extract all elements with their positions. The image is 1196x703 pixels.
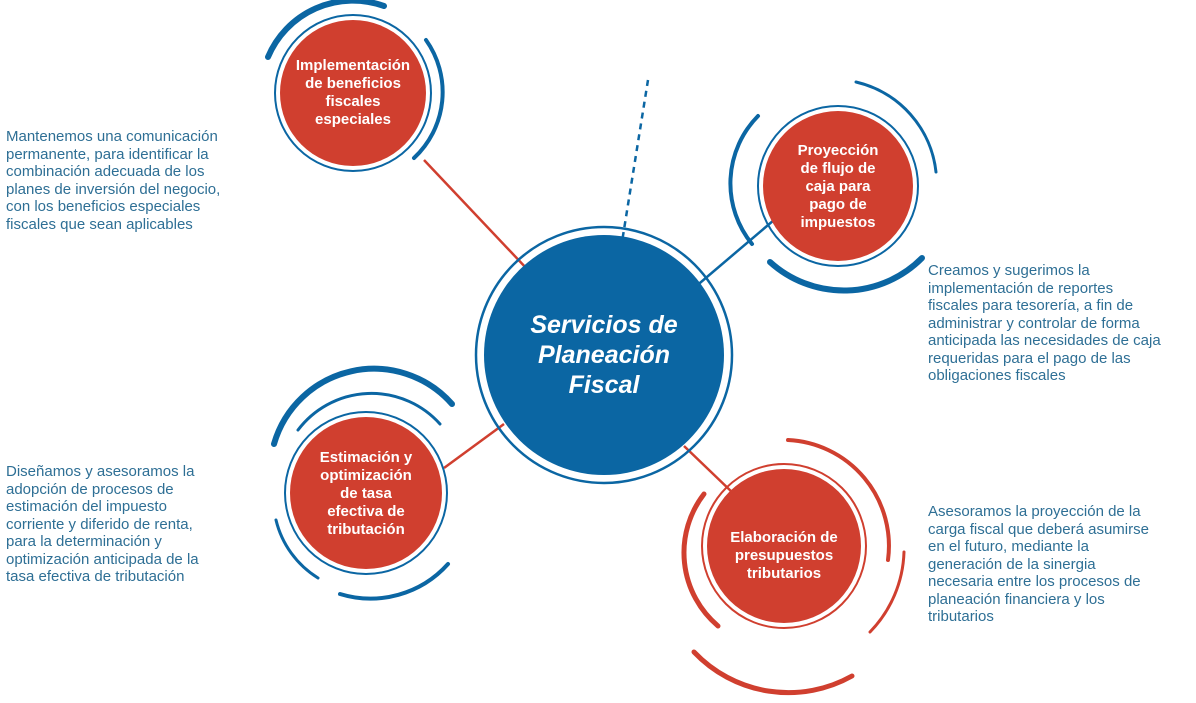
node-proyeccion-circle	[763, 111, 913, 261]
node-elaboracion-arc-top	[786, 438, 891, 562]
node-implementacion-label: Implementación de beneficios fiscales es…	[295, 57, 411, 128]
node-implementacion	[265, 0, 445, 172]
description-elaboracion: Asesoramos la proyección de la carga fis…	[928, 503, 1149, 625]
node-estimacion-arc-top	[271, 365, 455, 447]
node-elaboracion-circle	[707, 469, 861, 623]
node-implementacion-circle	[280, 20, 426, 166]
description-proyeccion: Creamos y sugerimos la implementación de…	[928, 262, 1161, 384]
node-elaboracion-label: Elaboración de presupuestos tributarios	[730, 529, 838, 582]
center-circle	[484, 235, 724, 475]
node-estimacion-circle	[290, 417, 442, 569]
node-proyeccion-arc-top	[854, 80, 938, 174]
node-proyeccion-arc-bottom	[767, 255, 925, 294]
center-outer-ring	[474, 225, 734, 485]
node-implementacion-arc-outer	[265, 0, 387, 60]
connector-elaboracion	[683, 445, 735, 495]
node-proyeccion-arc-left	[728, 114, 760, 246]
description-estimacion: Diseñamos y asesoramos la adopción de pr…	[6, 463, 199, 585]
node-estimacion-arc-bottom	[338, 562, 450, 601]
node-estimacion-arc-inner	[296, 391, 442, 432]
dashed-connector	[620, 79, 650, 243]
connector-estimacion	[443, 422, 505, 470]
description-implementacion: Mantenemos una comunicación permanente, …	[6, 128, 221, 233]
node-implementacion-ring	[274, 14, 432, 172]
node-elaboracion-arc-right	[868, 550, 906, 634]
node-elaboracion-ring	[701, 463, 867, 629]
connector-implementacion	[423, 159, 529, 271]
node-estimacion-arc-left	[274, 518, 320, 580]
node-proyeccion-label: Proyección de flujo de caja para pago de…	[797, 142, 879, 231]
node-elaboracion-arc-bottom	[691, 649, 855, 696]
connector-proyeccion	[693, 219, 775, 289]
center-title: Servicios de Planeación Fiscal	[530, 311, 678, 399]
node-implementacion-arc-right	[412, 38, 445, 160]
node-estimacion	[271, 365, 455, 601]
node-estimacion-ring	[284, 411, 448, 575]
node-proyeccion-ring	[757, 105, 919, 267]
node-estimacion-label: Estimación y optimización de tasa efecti…	[319, 449, 413, 538]
node-elaboracion	[681, 438, 906, 696]
node-proyeccion	[728, 80, 938, 294]
node-elaboracion-arc-left	[681, 491, 721, 629]
